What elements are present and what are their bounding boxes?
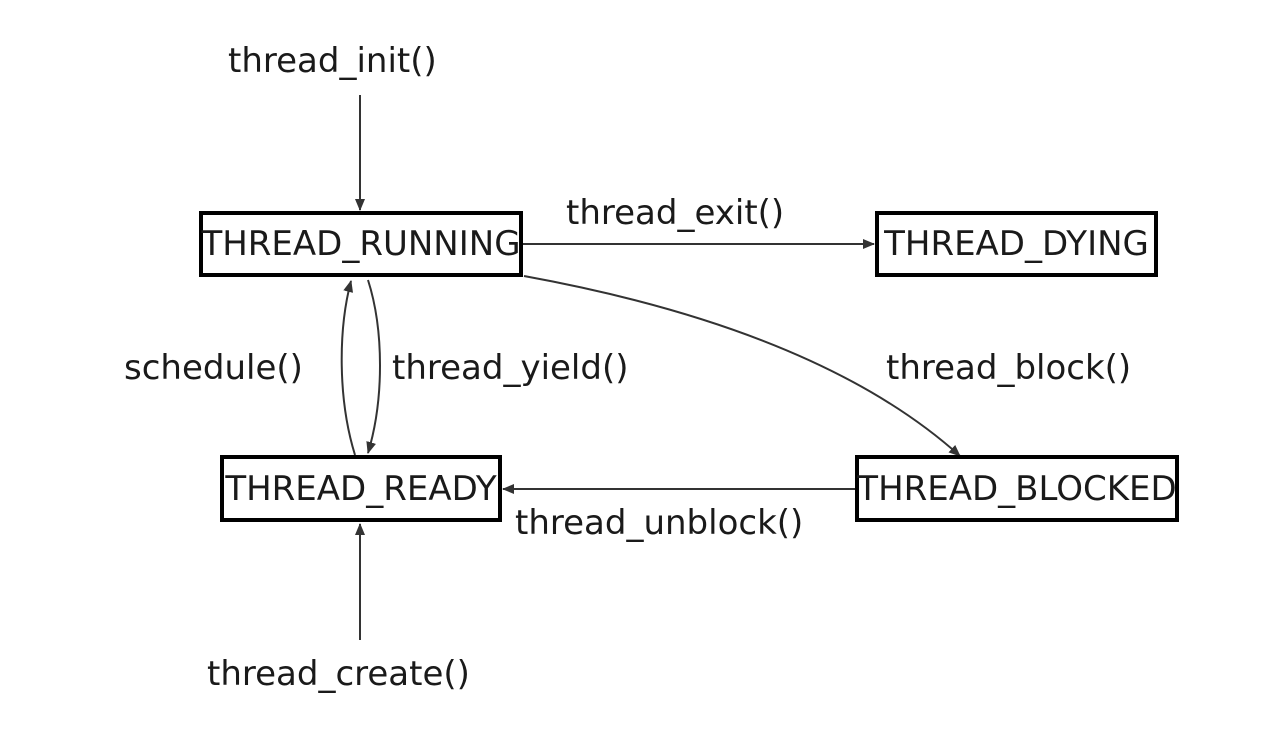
label-unblock: thread_unblock()	[515, 503, 804, 543]
label-exit: thread_exit()	[566, 193, 785, 233]
schedule-arrow	[340, 280, 356, 456]
label-create: thread_create()	[207, 654, 470, 694]
state-running: THREAD_RUNNING	[199, 211, 523, 277]
label-block: thread_block()	[886, 348, 1132, 388]
label-yield: thread_yield()	[392, 348, 629, 388]
label-schedule: schedule()	[124, 348, 303, 388]
state-ready: THREAD_READY	[220, 455, 502, 522]
yield-arrow	[366, 279, 381, 454]
block-arrow	[523, 275, 961, 457]
state-blocked: THREAD_BLOCKED	[855, 455, 1179, 522]
label-init: thread_init()	[228, 41, 437, 81]
state-dying: THREAD_DYING	[875, 211, 1158, 277]
